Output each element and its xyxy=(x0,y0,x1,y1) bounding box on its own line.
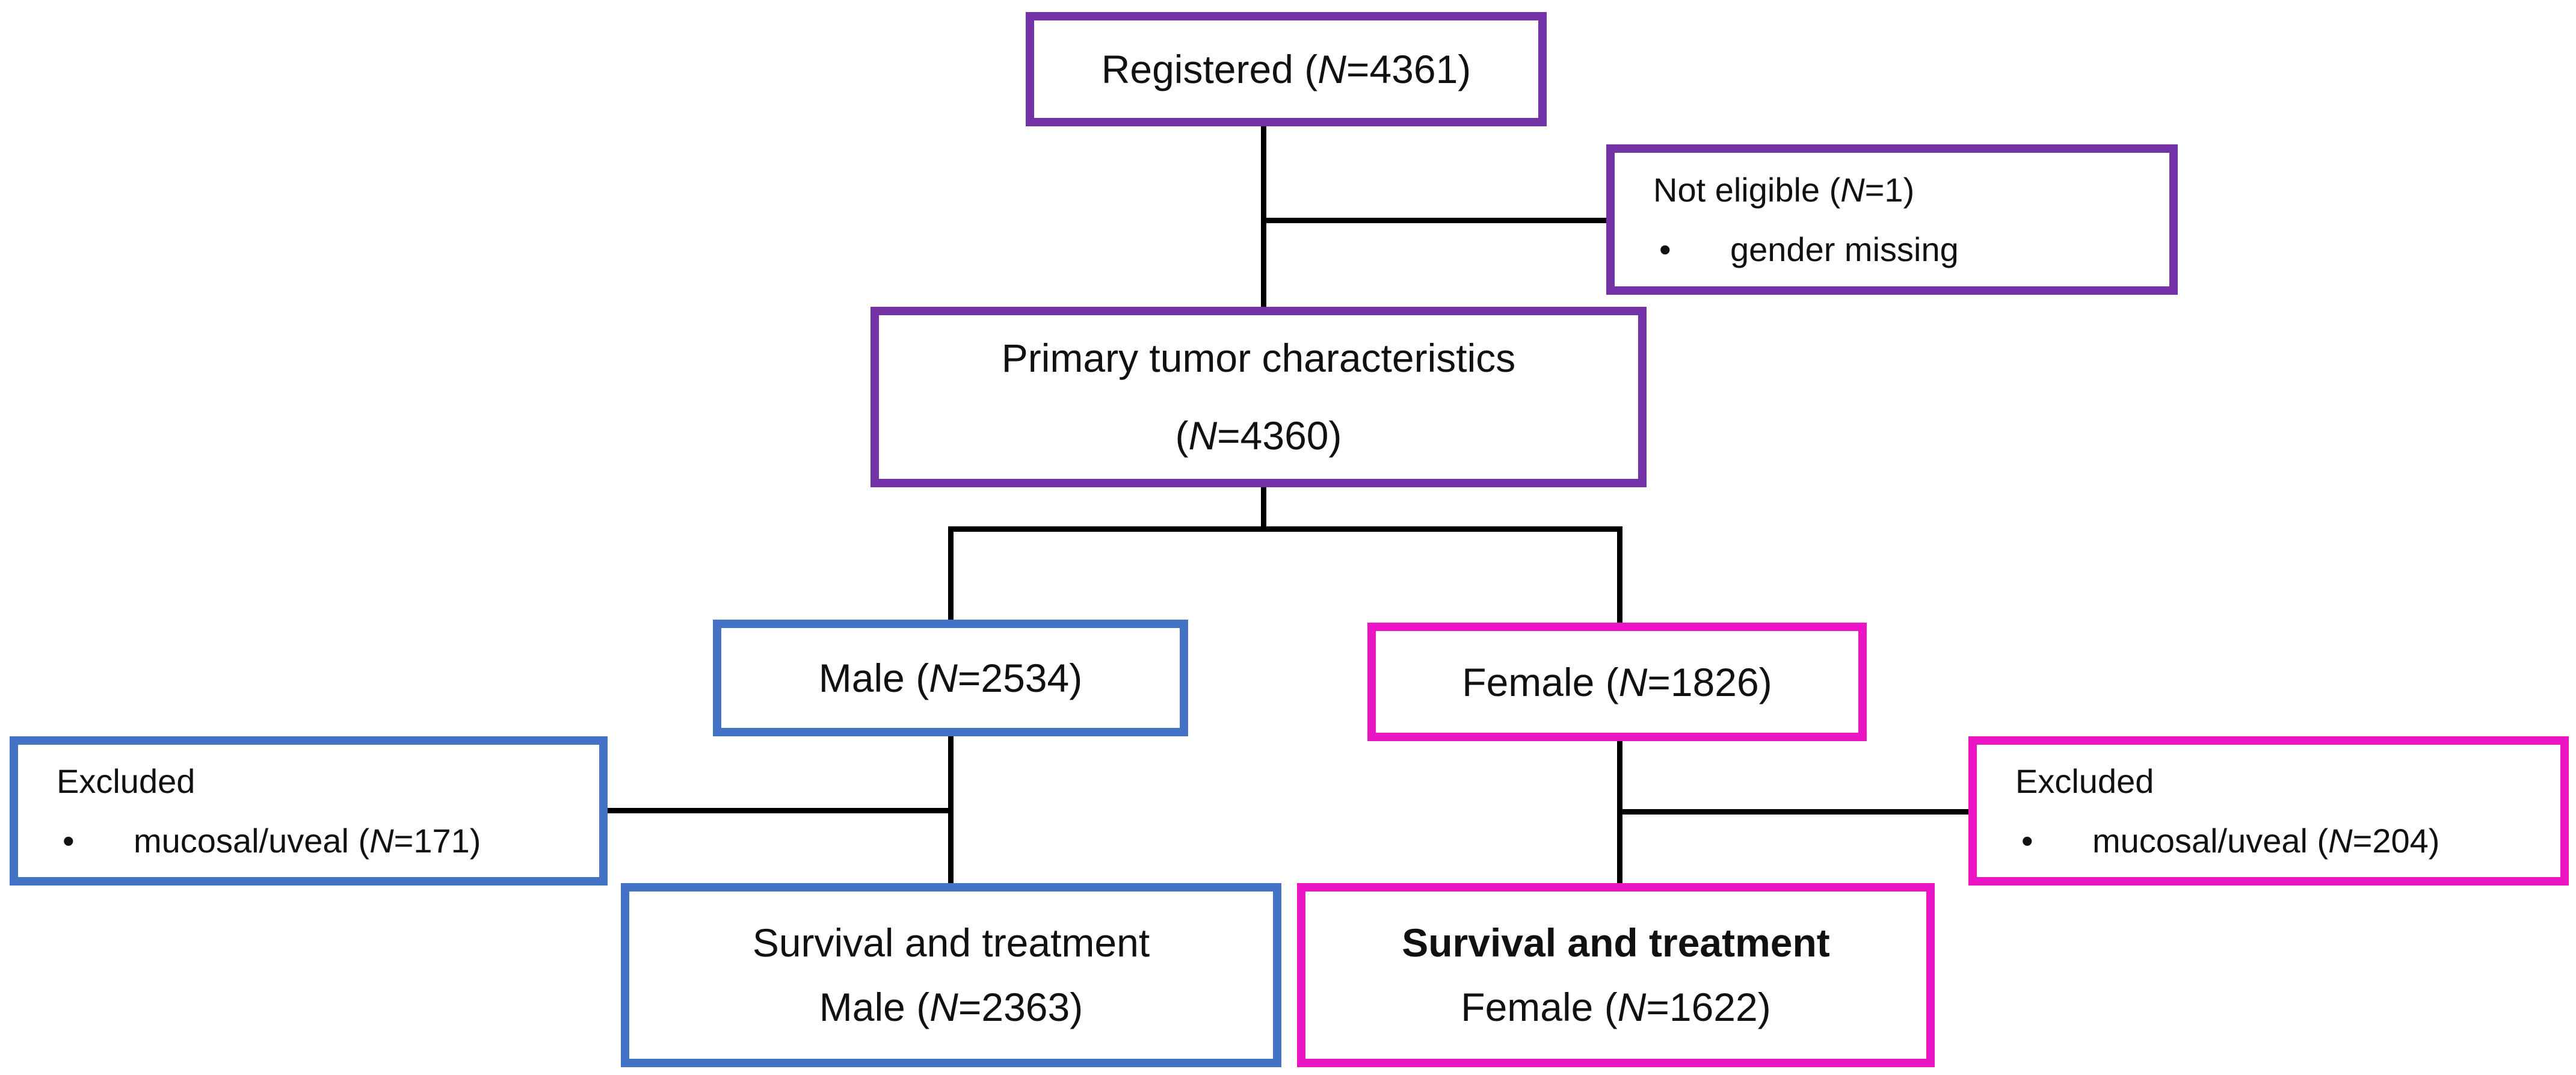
bullet-icon: • xyxy=(2021,822,2033,860)
label-part: =2363) xyxy=(958,985,1083,1029)
label-part: =2534) xyxy=(957,656,1083,700)
primary-tumor-box: Primary tumor characteristics (N=4360) xyxy=(870,307,1647,487)
excluded-female-reason: • mucosal/uveal (N=204) xyxy=(2015,821,2546,860)
n-symbol: N xyxy=(369,822,394,860)
label-part: Registered ( xyxy=(1101,47,1318,91)
not-eligible-title: Not eligible (N=1) xyxy=(1653,170,2155,209)
excluded-female-title: Excluded xyxy=(2015,762,2154,800)
label-part: =171) xyxy=(393,822,481,860)
label-part: gender missing xyxy=(1730,230,1959,268)
female-label: Female (N=1826) xyxy=(1462,659,1772,705)
excluded-male-box: Excluded • mucosal/uveal (N=171) xyxy=(10,736,608,886)
excluded-female-box: Excluded • mucosal/uveal (N=204) xyxy=(1968,736,2569,886)
n-symbol: N xyxy=(1617,985,1647,1029)
label-part: mucosal/uveal ( xyxy=(134,822,370,860)
n-symbol: N xyxy=(1840,171,1865,209)
label-part: Male ( xyxy=(818,656,929,700)
registered-box: Registered (N=4361) xyxy=(1026,12,1547,126)
label-part: mucosal/uveal ( xyxy=(2092,822,2329,860)
n-symbol: N xyxy=(1618,659,1648,704)
survival-male-box: Survival and treatment Male (N=2363) xyxy=(621,883,1281,1067)
label-part: mucosal/uveal (N=171) xyxy=(134,821,481,860)
survival-female-line1: Survival and treatment xyxy=(1402,920,1830,966)
label-part: =1826) xyxy=(1647,659,1772,704)
survival-female-box: Survival and treatment Female (N=1622) xyxy=(1297,883,1935,1067)
connector-excluded-female-branch xyxy=(1620,809,1970,815)
connector-split-to-male xyxy=(948,529,954,621)
male-box: Male (N=2534) xyxy=(713,620,1188,736)
bullet-icon: • xyxy=(1659,230,1671,268)
n-symbol: N xyxy=(929,985,958,1029)
label-part: Female ( xyxy=(1461,985,1618,1029)
connector-registered-primary xyxy=(1261,124,1266,309)
label-part: =4360) xyxy=(1217,413,1342,458)
registered-label: Registered (N=4361) xyxy=(1102,46,1471,92)
connector-split-to-female xyxy=(1617,529,1622,624)
bullet-icon: • xyxy=(63,822,75,860)
connector-primary-split xyxy=(1261,485,1266,532)
survival-male-line2: Male (N=2363) xyxy=(819,975,1083,1040)
label-part: ( xyxy=(1175,413,1189,458)
connector-male-survival xyxy=(948,735,954,884)
connector-excluded-male-branch xyxy=(606,808,951,813)
n-symbol: N xyxy=(1188,413,1218,458)
label-part: Not eligible ( xyxy=(1653,171,1841,209)
label-part: mucosal/uveal (N=204) xyxy=(2092,821,2439,860)
label-part: =1) xyxy=(1864,171,1915,209)
survival-female-line2: Female (N=1622) xyxy=(1461,975,1770,1040)
survival-male-line1: Survival and treatment xyxy=(752,920,1150,966)
label-part: Female ( xyxy=(1462,659,1619,704)
not-eligible-box: Not eligible (N=1) • gender missing xyxy=(1606,144,2178,295)
female-box: Female (N=1826) xyxy=(1367,623,1867,741)
n-symbol: N xyxy=(1317,47,1346,91)
label-part: Male ( xyxy=(819,985,930,1029)
excluded-male-title: Excluded xyxy=(57,762,196,800)
connector-female-survival xyxy=(1617,740,1622,884)
n-symbol: N xyxy=(929,656,958,700)
label-part: =1622) xyxy=(1646,985,1771,1029)
primary-line1: Primary tumor characteristics xyxy=(1001,336,1516,381)
primary-line2: (N=4360) xyxy=(1175,397,1342,475)
n-symbol: N xyxy=(2328,822,2353,860)
label-part: =204) xyxy=(2352,822,2440,860)
label-part: =4361) xyxy=(1346,47,1471,91)
excluded-male-reason: • mucosal/uveal (N=171) xyxy=(57,821,585,860)
not-eligible-reason: • gender missing xyxy=(1653,230,2155,269)
connector-not-eligible-branch xyxy=(1263,218,1609,223)
connector-split-horizontal xyxy=(948,526,1622,532)
male-label: Male (N=2534) xyxy=(819,655,1082,701)
